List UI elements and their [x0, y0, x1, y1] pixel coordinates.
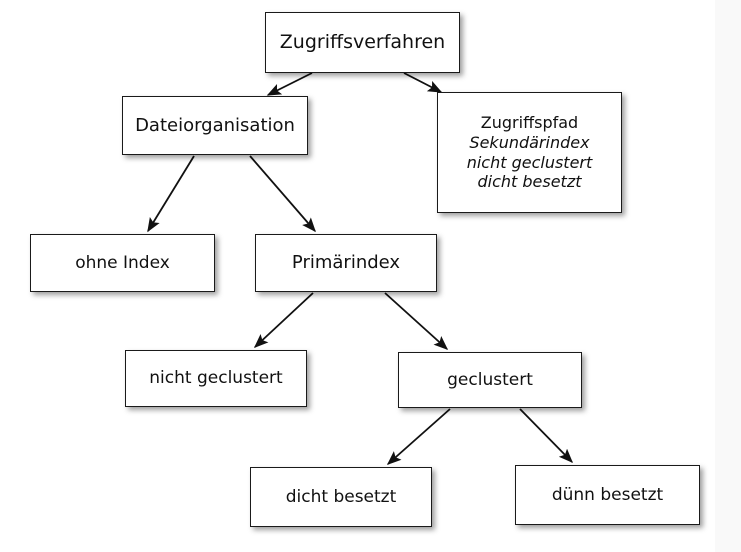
page-edge-strip: [715, 0, 741, 552]
node-label-line: dicht besetzt: [477, 172, 582, 192]
node-label-line: geclustert: [447, 369, 533, 390]
node-duenn-besetzt: dünn besetzt: [515, 465, 700, 525]
node-label-line: Primärindex: [291, 252, 401, 274]
node-label-line: nicht geclustert: [149, 368, 283, 389]
edge-primaerindex-to-nicht-geclustert: [253, 292, 314, 348]
edge-geclustert-to-dicht-besetzt: [386, 408, 451, 465]
node-label-geclustert: geclustert: [441, 370, 539, 391]
node-label-duenn-besetzt: dünn besetzt: [546, 485, 669, 506]
node-ohne-index: ohne Index: [30, 234, 215, 292]
node-label-dicht-besetzt: dicht besetzt: [280, 487, 403, 508]
node-label-dateiorganisation: Dateiorganisation: [129, 115, 301, 137]
node-label-primaerindex: Primärindex: [286, 252, 406, 274]
edge-zugriffsverfahren-to-dateiorganisation: [266, 72, 313, 96]
node-primaerindex: Primärindex: [255, 234, 437, 292]
node-label-line: ohne Index: [75, 252, 170, 273]
edge-geclustert-to-duenn-besetzt: [519, 408, 574, 464]
node-label-line: Sekundärindex: [469, 132, 590, 152]
node-label-line: Zugriffspfad: [480, 113, 579, 133]
node-label-nicht-geclustert: nicht geclustert: [143, 368, 288, 389]
node-label-line: dünn besetzt: [551, 484, 664, 505]
node-label-line: Zugriffsverfahren: [279, 30, 446, 53]
node-dateiorganisation: Dateiorganisation: [122, 96, 308, 155]
node-label-line: Dateiorganisation: [135, 114, 295, 136]
node-label-ohne-index: ohne Index: [69, 253, 176, 274]
node-nicht-geclustert: nicht geclustert: [125, 350, 307, 407]
node-zugriffsverfahren: Zugriffsverfahren: [265, 12, 460, 73]
edge-dateiorganisation-to-ohne-index: [147, 155, 195, 233]
node-dicht-besetzt: dicht besetzt: [250, 467, 432, 527]
node-geclustert: geclustert: [398, 352, 582, 408]
node-label-line: dicht besetzt: [285, 486, 397, 507]
edge-dateiorganisation-to-primaerindex: [249, 155, 316, 233]
node-label-zugriffsverfahren: Zugriffsverfahren: [274, 31, 451, 54]
edge-zugriffsverfahren-to-zugriffspfad: [403, 72, 443, 93]
node-label-line: nicht geclustert: [466, 152, 593, 172]
edge-primaerindex-to-geclustert: [384, 292, 449, 350]
